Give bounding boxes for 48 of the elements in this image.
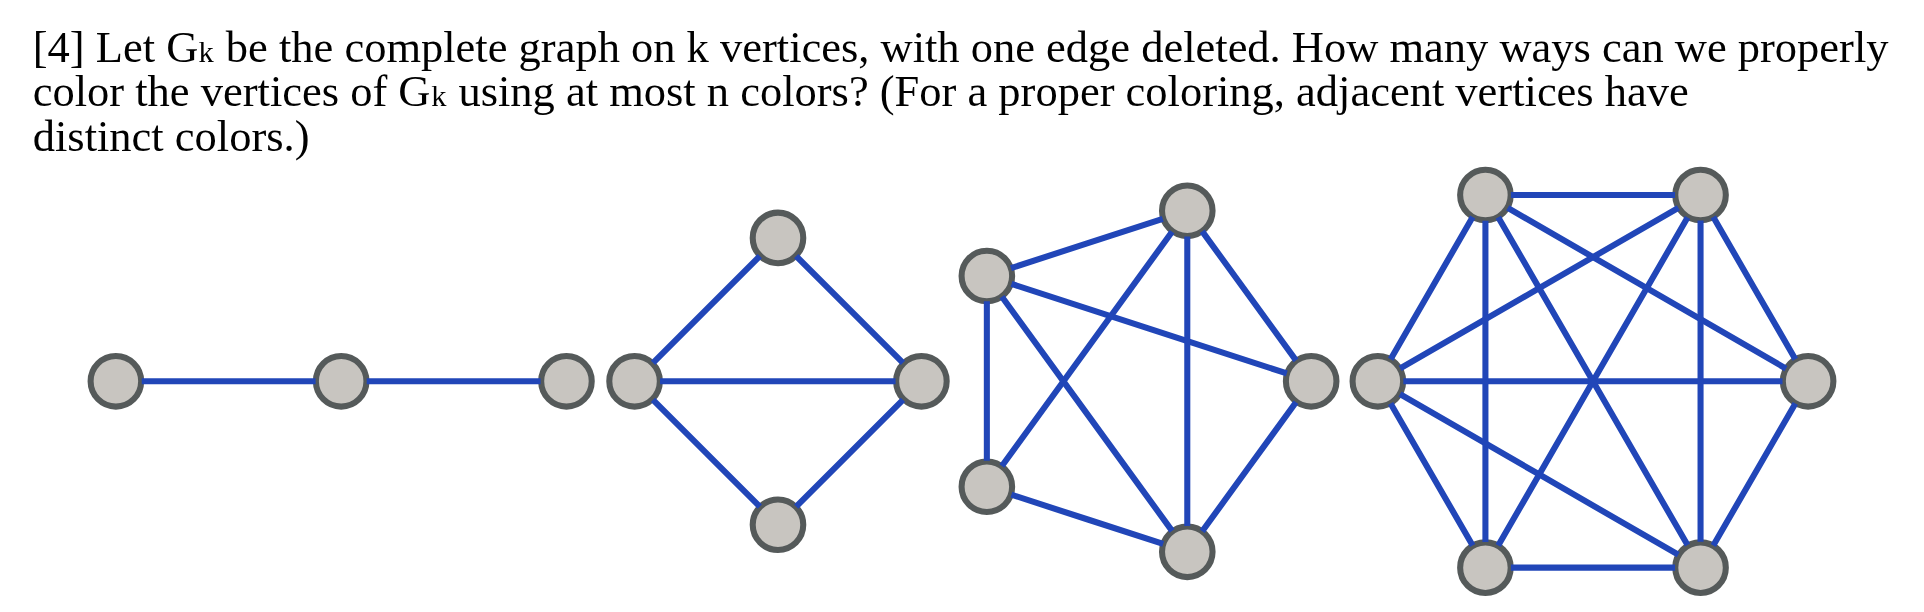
connector — [1482, 220, 1489, 542]
node-circle — [1158, 523, 1216, 580]
connector — [650, 253, 762, 365]
node-circle — [1779, 352, 1837, 410]
node-circle — [958, 247, 1016, 304]
node-circle — [1457, 538, 1514, 596]
connector — [999, 229, 1175, 468]
connector — [1506, 204, 1788, 371]
diagram-title: [4] Let Gk be the complete graph on k vertices, with one edge deleted. How many ways can we properly color the vertices of Gk using at most n colors? (For a proper coloring, adjacent vertices have distinct colors.) — [32, 21, 1889, 161]
node-circle — [1672, 166, 1729, 223]
connector — [660, 377, 896, 384]
connector — [1510, 564, 1676, 571]
connector — [1710, 215, 1798, 361]
connector — [1697, 220, 1704, 542]
node-circle — [893, 352, 950, 410]
connector — [1387, 401, 1476, 547]
connector — [983, 300, 990, 461]
node-circle — [958, 457, 1016, 515]
connector — [1403, 377, 1783, 384]
node-circle — [1158, 182, 1216, 239]
node-circle — [749, 495, 807, 553]
connector — [1710, 401, 1798, 547]
connector — [1199, 229, 1299, 362]
connector — [794, 253, 906, 365]
connector — [1398, 204, 1680, 371]
connector — [1388, 215, 1476, 361]
connector — [1495, 215, 1691, 547]
connector — [366, 377, 541, 384]
connector — [1398, 391, 1680, 557]
connector — [1199, 399, 1299, 533]
connector — [1010, 491, 1165, 547]
node-circle — [312, 352, 370, 410]
node-circle — [538, 352, 595, 410]
connector — [1010, 215, 1164, 271]
connector — [650, 397, 762, 509]
node-circle — [749, 209, 807, 266]
connector — [1184, 235, 1191, 526]
connector — [999, 294, 1175, 533]
node-circle — [606, 352, 663, 410]
connector — [141, 377, 316, 384]
node-circle — [87, 352, 145, 410]
connector — [1010, 280, 1288, 376]
node-circle — [1349, 352, 1407, 410]
node-circle — [1457, 166, 1514, 223]
node-circle — [1282, 352, 1340, 410]
node-circle — [1672, 538, 1729, 596]
connector — [794, 397, 906, 509]
connector — [1510, 191, 1676, 198]
